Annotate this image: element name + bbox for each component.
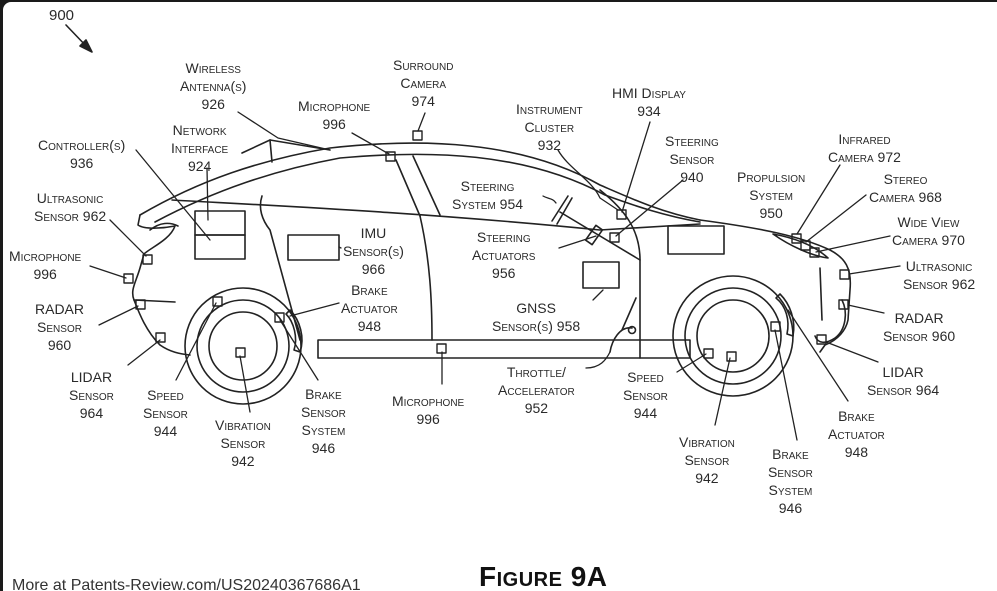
label-surround-camera: Surround Camera 974 xyxy=(393,57,454,109)
surround-camera-marker xyxy=(412,130,423,141)
front-wheel xyxy=(672,275,795,397)
label-microphone-rear: Microphone 996 xyxy=(9,248,82,282)
steering-column xyxy=(551,195,641,353)
label-speed-sensor-front: Speed Sensor 944 xyxy=(623,369,668,421)
reference-arrow-icon xyxy=(65,24,93,53)
label-lidar-front: LIDAR Sensor 964 xyxy=(867,364,940,398)
label-brake-sensor-system-front: Brake Sensor System 946 xyxy=(768,446,813,516)
label-speed-sensor-rear: Speed Sensor 944 xyxy=(143,387,188,439)
figure-reference-number: 900 xyxy=(49,7,75,24)
label-gnss-sensors: GNSS Sensor(s) 958 xyxy=(492,300,581,334)
car-body-outline xyxy=(131,139,852,359)
label-hmi-display: HMI Display 934 xyxy=(612,85,686,119)
label-ultrasonic-front: Ultrasonic Sensor 962 xyxy=(903,258,976,292)
brake-sensor-rear-marker xyxy=(274,312,285,323)
hmi-display-marker xyxy=(616,209,627,220)
leader-lines xyxy=(89,111,901,441)
label-vibration-sensor-front: Vibration Sensor 942 xyxy=(679,434,735,486)
lidar-rear-marker xyxy=(155,332,166,343)
label-microphone-roof: Microphone 996 xyxy=(298,98,371,132)
label-instrument-cluster: Instrument Cluster 932 xyxy=(516,101,583,153)
patent-figure-sheet: 900 Wireless Antenna(s) 926 Surround Cam… xyxy=(3,2,997,591)
label-infrared-camera: Infrared Camera 972 xyxy=(828,131,901,165)
speed-sensor-front-marker xyxy=(703,348,714,359)
wide-view-camera-marker xyxy=(809,247,820,258)
controller-box xyxy=(194,234,246,260)
label-imu-sensors: IMU Sensor(s) 966 xyxy=(343,225,404,277)
radar-rear-marker xyxy=(135,299,146,310)
microphone-rear-marker xyxy=(123,273,134,284)
footer-source-link[interactable]: More at Patents-Review.com/US20240367686… xyxy=(12,577,361,591)
vehicle-diagram xyxy=(65,24,901,441)
figure-title: Figure 9A xyxy=(479,561,608,591)
label-ultrasonic-rear: Ultrasonic Sensor 962 xyxy=(34,190,107,224)
label-radar-front: RADAR Sensor 960 xyxy=(883,310,956,344)
speed-sensor-rear-marker xyxy=(212,296,223,307)
label-lidar-rear: LIDAR Sensor 964 xyxy=(69,369,114,421)
label-brake-actuator-rear: Brake Actuator 948 xyxy=(341,282,398,334)
label-microphone-bottom: Microphone 996 xyxy=(392,393,465,427)
label-steering-sensor: Steering Sensor 940 xyxy=(665,133,719,185)
label-controllers: Controller(s) 936 xyxy=(38,137,126,171)
label-wireless-antenna: Wireless Antenna(s) 926 xyxy=(180,60,247,112)
label-radar-rear: RADAR Sensor 960 xyxy=(35,301,85,353)
vibration-sensor-front-marker xyxy=(726,351,737,362)
gnss-sensor-box xyxy=(582,261,620,289)
microphone-roof-marker xyxy=(385,151,396,162)
imu-sensor-box xyxy=(287,234,340,261)
label-brake-sensor-system-rear: Brake Sensor System 946 xyxy=(301,386,346,456)
label-brake-actuator-front: Brake Actuator 948 xyxy=(828,408,885,460)
label-wide-view-camera: Wide View Camera 970 xyxy=(892,214,965,248)
label-stereo-camera: Stereo Camera 968 xyxy=(869,171,942,205)
ultrasonic-front-marker xyxy=(839,269,850,280)
label-network-interface: Network Interface 924 xyxy=(171,122,229,174)
label-steering-system: Steering System 954 xyxy=(452,178,524,212)
rear-wheel xyxy=(184,287,303,405)
stereo-camera-marker xyxy=(800,240,811,251)
lidar-front-marker xyxy=(816,334,827,345)
label-steering-actuators: Steering Actuators 956 xyxy=(472,229,536,281)
label-vibration-sensor-rear: Vibration Sensor 942 xyxy=(215,417,271,469)
label-throttle-accelerator: Throttle/ Accelerator 952 xyxy=(498,364,575,416)
label-propulsion-system: Propulsion System 950 xyxy=(737,169,806,221)
ultrasonic-rear-marker xyxy=(142,254,153,265)
steering-sensor-marker xyxy=(609,232,620,243)
propulsion-system-box xyxy=(667,225,725,255)
